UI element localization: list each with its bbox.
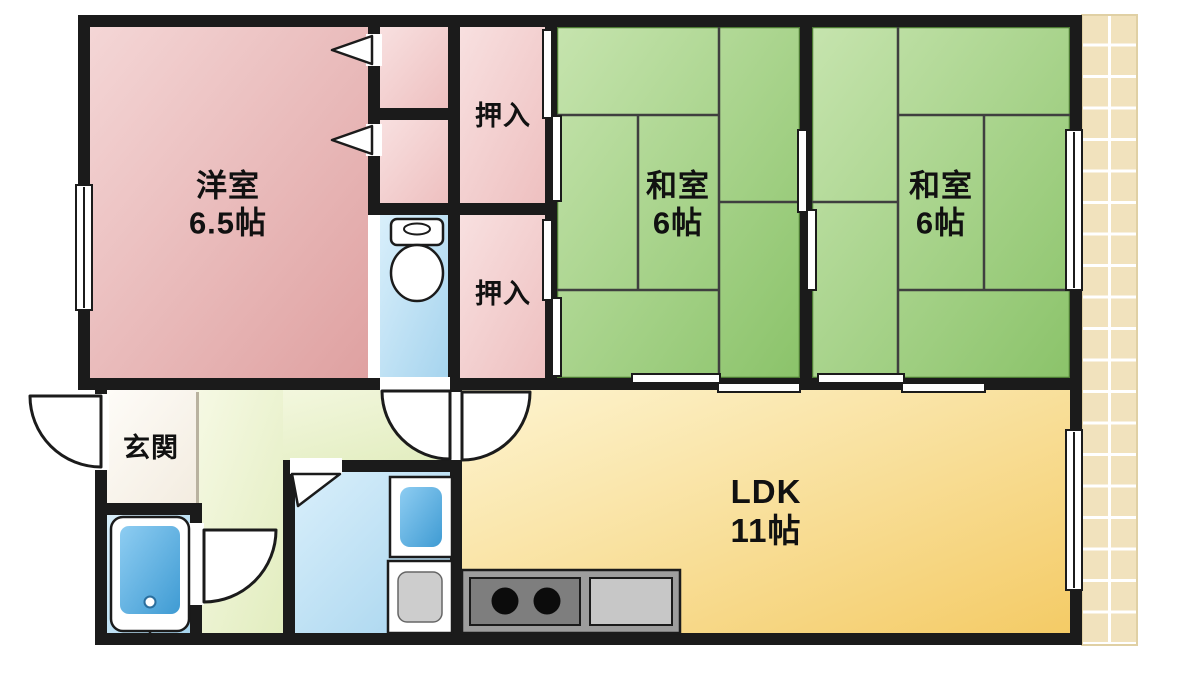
- door-arcs: [28, 389, 532, 604]
- sliding-doors: [542, 29, 986, 393]
- wall-top: [78, 15, 1082, 27]
- ldk-door-arc: [460, 390, 532, 462]
- fusuma-oshiire-upper: [542, 29, 562, 202]
- room-size: 6.5帖: [188, 205, 268, 240]
- room-name: 押入: [475, 279, 531, 310]
- room-size: 11帖: [730, 512, 802, 549]
- room-name: 押入: [475, 101, 531, 132]
- windows: [75, 129, 1083, 591]
- closet-door-1-icon: [330, 34, 374, 66]
- kitchen-sink-icon: [589, 577, 673, 626]
- entrance-floor: [107, 390, 197, 503]
- window-western-left: [75, 184, 93, 311]
- wall-closet-toilet: [368, 203, 557, 215]
- room-label-ldk: LDK 11帖: [731, 473, 802, 551]
- opening-washroom: [290, 458, 342, 474]
- washing-machine-icon: [388, 475, 454, 559]
- room-name: 和室: [646, 168, 710, 204]
- oshiire-upper-floor: [460, 27, 545, 203]
- wall-closet-oshiire: [448, 15, 460, 390]
- room-name: 洋室: [195, 168, 260, 204]
- closet-door-2-icon: [330, 124, 374, 156]
- oshiire-lower-floor: [460, 215, 545, 378]
- small-closet-lower-floor: [380, 120, 448, 203]
- room-label-entrance: 玄関: [123, 433, 179, 465]
- opening-ldk: [450, 392, 462, 460]
- door-triangles: [290, 34, 374, 508]
- room-label-western: 洋室 6.5帖: [189, 168, 267, 241]
- gas-stove-icon: [469, 577, 581, 626]
- toilet-icon: [389, 217, 445, 303]
- balcony-grid-line: [1108, 15, 1111, 645]
- room-name: 玄関: [123, 433, 179, 464]
- burner-left-icon: [491, 587, 519, 615]
- window-ldk-balcony: [1065, 429, 1083, 591]
- fusuma-oshiire-lower: [542, 219, 562, 377]
- bathroom-door-arc: [202, 528, 278, 604]
- wall-bottom: [95, 633, 1082, 645]
- toilet-door-arc: [380, 389, 452, 461]
- entrance-step-line: [196, 392, 199, 503]
- fixtures: [109, 217, 682, 643]
- room-size: 6帖: [652, 205, 704, 240]
- washroom-door-icon: [290, 472, 342, 508]
- kitchen-counter: [460, 568, 682, 635]
- balcony: [1081, 14, 1138, 646]
- walls: [78, 15, 1082, 645]
- wall-washroom-left: [283, 460, 295, 645]
- room-label-closet-lower: 押入: [475, 279, 531, 311]
- room-name: LDK: [730, 473, 802, 511]
- wall-closet-divider: [368, 108, 460, 120]
- burner-right-icon: [533, 587, 561, 615]
- entrance-door-arc: [28, 394, 103, 469]
- opening-toilet: [380, 377, 450, 391]
- washbasin-icon: [386, 559, 454, 635]
- room-size: 6帖: [915, 205, 967, 240]
- small-closet-upper-floor: [380, 27, 448, 108]
- window-japanese2-balcony: [1065, 129, 1083, 291]
- fusuma-between-japanese-rooms: [797, 129, 817, 291]
- western-room-floor: [90, 27, 368, 378]
- room-label-japanese-2: 和室 6帖: [909, 168, 973, 241]
- room-label-japanese-1: 和室 6帖: [646, 168, 710, 241]
- opening-bathroom: [188, 523, 204, 605]
- wall-entrance-bath: [95, 503, 202, 515]
- room-label-closet-upper: 押入: [475, 101, 531, 133]
- sliding-door-japanese1-ldk: [631, 373, 801, 393]
- bathtub-icon: [109, 515, 191, 643]
- room-name: 和室: [909, 168, 973, 204]
- sliding-door-japanese2-ldk: [817, 373, 986, 393]
